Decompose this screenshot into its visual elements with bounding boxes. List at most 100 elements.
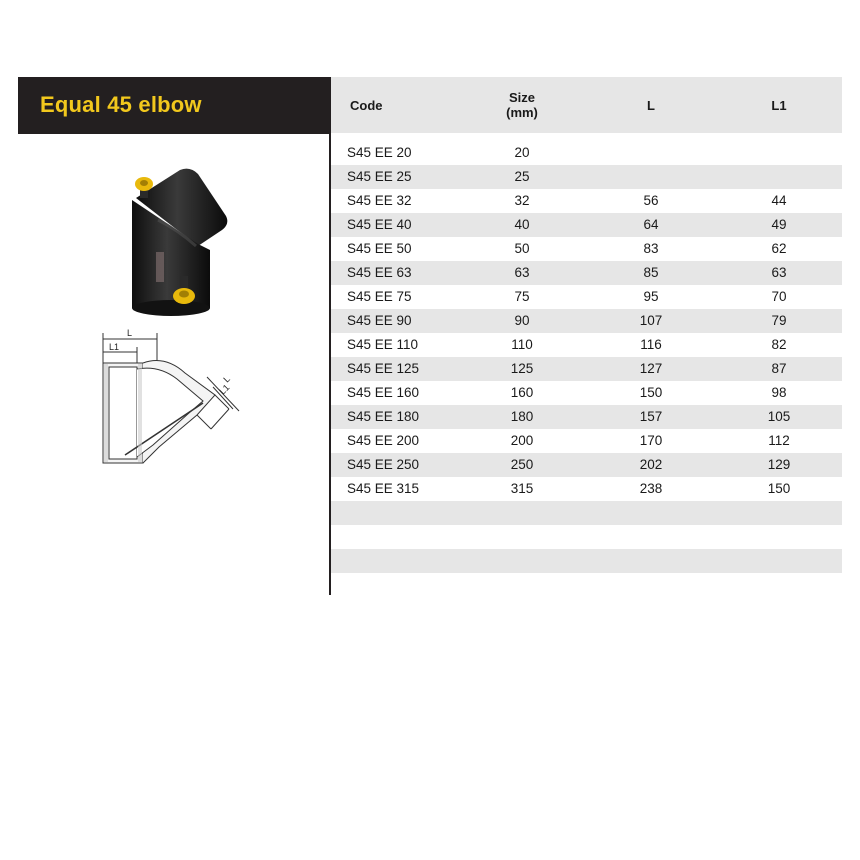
cell-size: 200 bbox=[510, 433, 534, 448]
cell-l1: 44 bbox=[771, 193, 787, 208]
table-row: S45 EE 63 63 85 63 bbox=[331, 261, 842, 285]
cell-l1: 112 bbox=[768, 433, 790, 448]
cell-code: S45 EE 63 bbox=[347, 265, 412, 280]
cell-code: S45 EE 90 bbox=[347, 313, 412, 328]
cell-l: 127 bbox=[639, 361, 663, 376]
drawing-dim-l1-top: L1 bbox=[109, 342, 119, 352]
header-l: L bbox=[647, 97, 655, 113]
cell-l1: 87 bbox=[771, 361, 787, 376]
cell-l: 150 bbox=[639, 385, 663, 400]
cell-l1: 79 bbox=[771, 313, 787, 328]
cell-l: 170 bbox=[639, 433, 663, 448]
cell-l1: 63 bbox=[771, 265, 787, 280]
cell-l1 bbox=[739, 165, 819, 189]
table-header: Code Size (mm) L L1 bbox=[331, 77, 842, 133]
cell-size: 50 bbox=[514, 241, 530, 256]
column-divider bbox=[329, 77, 331, 595]
cell-l bbox=[611, 573, 691, 597]
cell-size: 20 bbox=[514, 145, 530, 160]
cell-size: 40 bbox=[514, 217, 530, 232]
cell-code: S45 EE 75 bbox=[347, 289, 412, 304]
cell-size: 32 bbox=[514, 193, 530, 208]
left-panel-rule bbox=[18, 132, 330, 134]
table-row: S45 EE 125 125 127 87 bbox=[331, 357, 842, 381]
table-row: S45 EE 315 315 238 150 bbox=[331, 477, 842, 501]
table-row: S45 EE 90 90 107 79 bbox=[331, 309, 842, 333]
header-size-unit: (mm) bbox=[506, 105, 538, 120]
cell-l: 116 bbox=[640, 337, 662, 352]
cell-code: S45 EE 20 bbox=[347, 145, 412, 160]
cell-code: S45 EE 315 bbox=[347, 481, 420, 496]
cell-l bbox=[611, 165, 691, 189]
table-row bbox=[331, 525, 842, 549]
table-row bbox=[331, 573, 842, 597]
cell-l1 bbox=[739, 525, 819, 549]
cell-size: 315 bbox=[510, 481, 534, 496]
cell-l: 85 bbox=[643, 265, 659, 280]
cell-l: 202 bbox=[639, 457, 663, 472]
cell-size: 25 bbox=[514, 169, 530, 184]
header-size-label: Size bbox=[508, 90, 535, 105]
cell-code: S45 EE 50 bbox=[347, 241, 412, 256]
cell-l bbox=[611, 501, 691, 525]
cell-code: S45 EE 32 bbox=[347, 193, 412, 208]
cell-code: S45 EE 250 bbox=[347, 457, 420, 472]
table-row: S45 EE 200 200 170 112 bbox=[331, 429, 842, 453]
drawing-dim-l-top: L bbox=[127, 328, 132, 338]
product-title: Equal 45 elbow bbox=[40, 91, 202, 117]
cell-code: S45 EE 160 bbox=[347, 385, 420, 400]
cell-size: 180 bbox=[510, 409, 534, 424]
elbow-fitting-photo-icon bbox=[132, 168, 228, 316]
table-row: S45 EE 50 50 83 62 bbox=[331, 237, 842, 261]
cell-l: 238 bbox=[639, 481, 663, 496]
cell-code: S45 EE 125 bbox=[347, 361, 420, 376]
cell-l: 95 bbox=[643, 289, 659, 304]
product-title-bar: Equal 45 elbow bbox=[18, 77, 330, 132]
table-row: S45 EE 110 110 116 82 bbox=[331, 333, 842, 357]
cell-size bbox=[481, 549, 563, 573]
cell-l bbox=[611, 549, 691, 573]
cell-l1 bbox=[739, 141, 819, 165]
header-l1: L1 bbox=[771, 97, 787, 113]
cell-l1: 82 bbox=[771, 337, 787, 352]
cell-size: 63 bbox=[514, 265, 530, 280]
cell-l bbox=[611, 141, 691, 165]
cell-size: 160 bbox=[510, 385, 534, 400]
cell-l1: 62 bbox=[771, 241, 787, 256]
cell-code: S45 EE 200 bbox=[347, 433, 420, 448]
cell-l: 64 bbox=[643, 217, 659, 232]
cell-code: S45 EE 25 bbox=[347, 169, 412, 184]
cell-l1 bbox=[739, 501, 819, 525]
cell-l: 83 bbox=[643, 241, 659, 256]
table-row: S45 EE 160 160 150 98 bbox=[331, 381, 842, 405]
header-size: Size (mm) bbox=[481, 77, 563, 133]
cell-size bbox=[481, 573, 563, 597]
cell-size: 75 bbox=[514, 289, 530, 304]
cell-size: 250 bbox=[510, 457, 534, 472]
table-row bbox=[331, 501, 842, 525]
cell-l1: 98 bbox=[771, 385, 787, 400]
table-row bbox=[331, 549, 842, 573]
cell-l1: 150 bbox=[767, 481, 791, 496]
cell-l1 bbox=[739, 549, 819, 573]
table-row: S45 EE 75 75 95 70 bbox=[331, 285, 842, 309]
cell-size: 110 bbox=[511, 337, 533, 352]
header-code: Code bbox=[350, 97, 383, 113]
cell-l1: 70 bbox=[771, 289, 787, 304]
cell-l1 bbox=[739, 573, 819, 597]
drawing-dim-l-right: L bbox=[221, 374, 232, 385]
cell-l: 107 bbox=[639, 313, 663, 328]
cell-code: S45 EE 40 bbox=[347, 217, 412, 232]
cell-l1: 105 bbox=[767, 409, 791, 424]
table-row: S45 EE 25 25 bbox=[331, 165, 842, 189]
cell-size: 125 bbox=[510, 361, 534, 376]
cell-size: 90 bbox=[514, 313, 530, 328]
cell-code: S45 EE 110 bbox=[347, 337, 419, 352]
cell-size bbox=[481, 501, 563, 525]
cell-l: 157 bbox=[639, 409, 663, 424]
table-row: S45 EE 20 20 bbox=[331, 141, 842, 165]
